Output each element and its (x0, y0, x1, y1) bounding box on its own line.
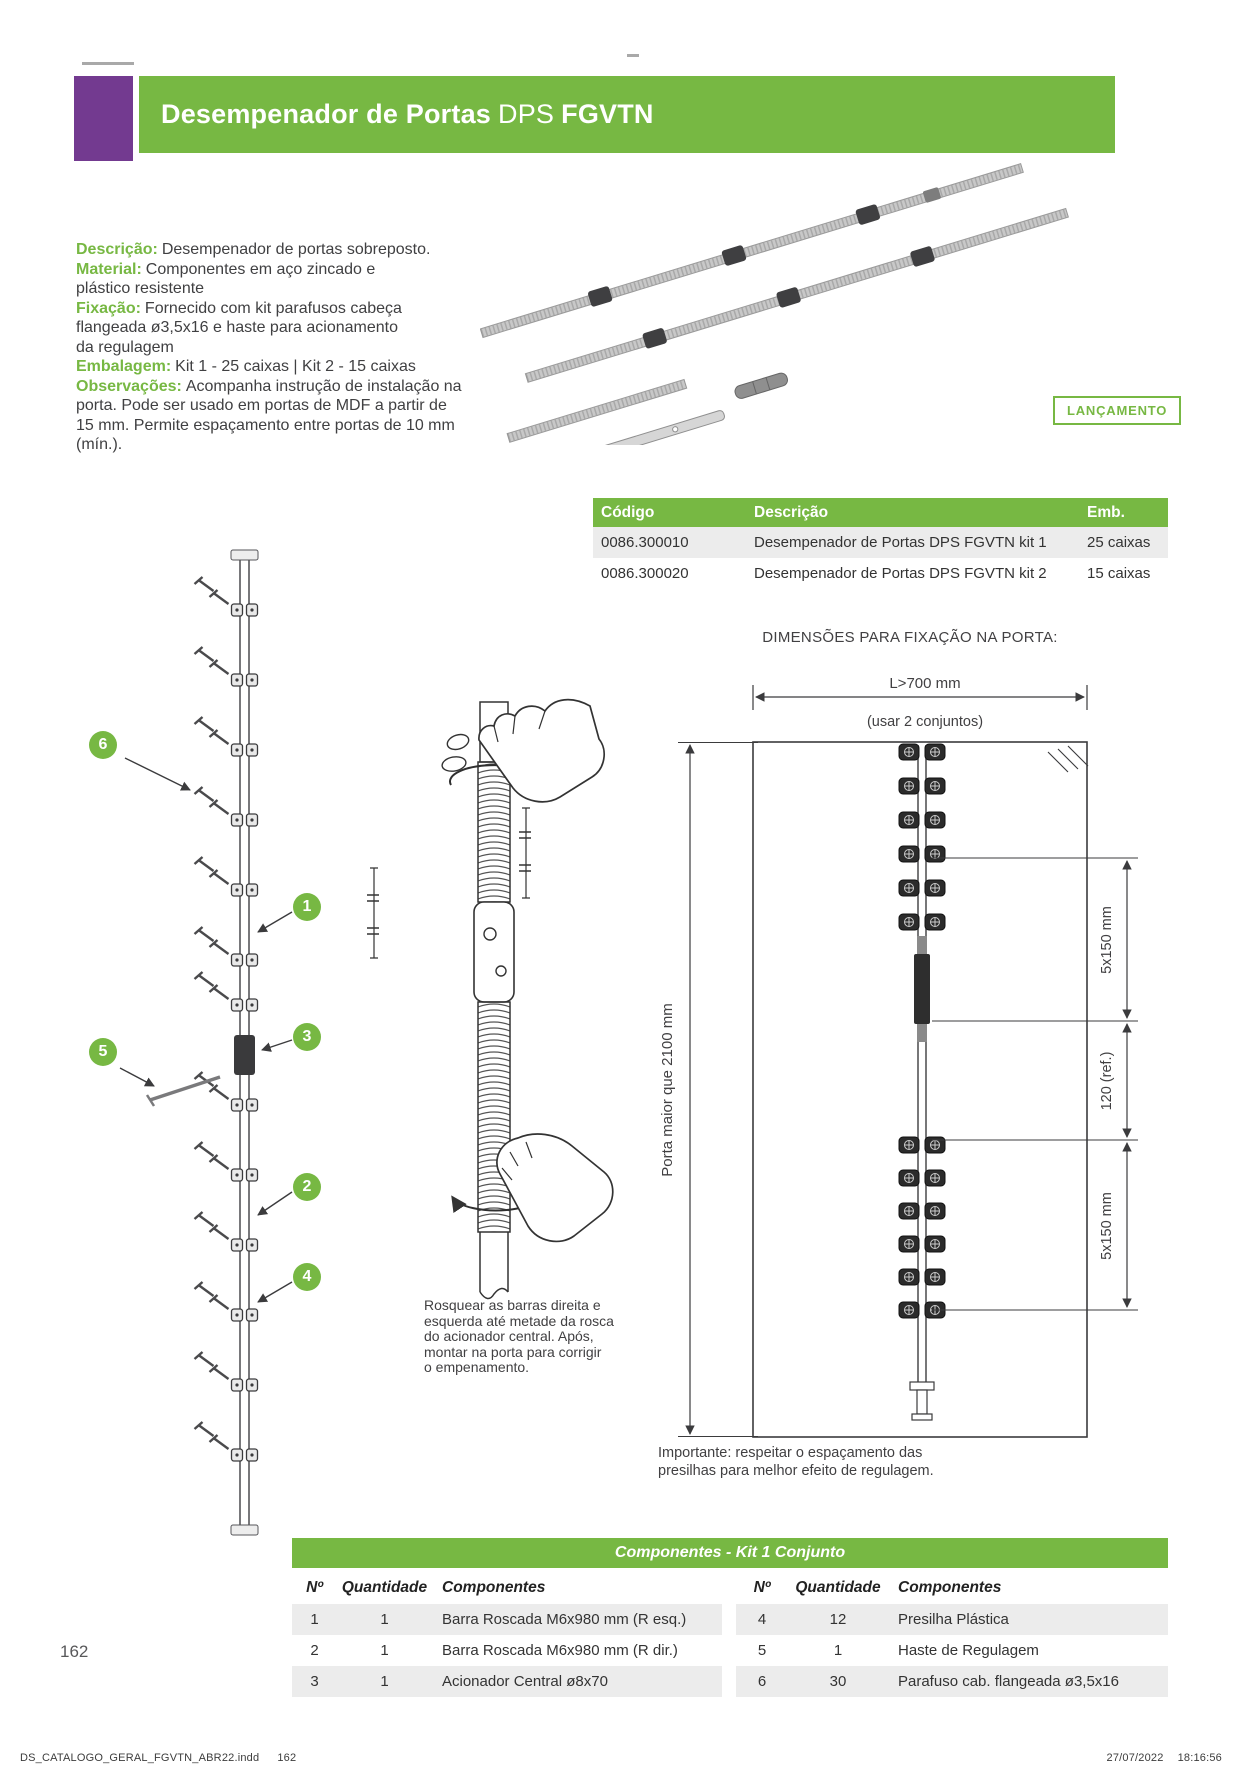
product-description: Descrição:Desempenador de portas sobrepo… (76, 240, 500, 455)
door-height-label: Porta maior que 2100 mm (659, 1003, 676, 1176)
callout-4: 4 (293, 1263, 321, 1291)
col-header-emb: Emb. (1087, 504, 1125, 521)
table-row: 0086.300020 Desempenador de Portas DPS F… (593, 558, 1168, 589)
description-label: Descrição: (76, 241, 158, 258)
component-row: 1 1 Barra Roscada M6x980 mm (R esq.) (292, 1604, 722, 1635)
component-name: Acionador Central ø8x70 (442, 1673, 608, 1690)
threading-instruction-illustration (367, 698, 614, 1300)
description-text: Fornecido com kit parafusos cabeça flang… (76, 299, 402, 356)
dim-segment-top: 5x150 mm (1099, 906, 1115, 974)
launch-badge: LANÇAMENTO (1053, 396, 1182, 425)
callout-5: 5 (89, 1038, 117, 1066)
footer-file-name: DS_CATALOGO_GERAL_FGVTN_ABR22.indd (20, 1752, 260, 1764)
component-name: Barra Roscada M6x980 mm (R esq.) (442, 1611, 687, 1628)
callout-3: 3 (293, 1023, 321, 1051)
door-dimensions-diagram: L>700 mm (usar 2 conjuntos) Porta maior … (659, 675, 1138, 1438)
component-qty: 1 (380, 1611, 389, 1628)
component-qty: 1 (380, 1673, 389, 1690)
exploded-assembly-diagram (119, 549, 293, 1536)
components-table-left: Nº Quantidade Componentes 1 1 Barra Rosc… (292, 1572, 722, 1697)
footer-date: 27/07/2022 (1106, 1752, 1164, 1764)
door-width-note: (usar 2 conjuntos) (867, 714, 983, 730)
footer-file-page: 162 (277, 1752, 297, 1764)
component-number: 5 (757, 1642, 767, 1659)
description-item: Embalagem:Kit 1 - 25 caixas | Kit 2 - 15… (76, 357, 500, 377)
component-row: 6 30 Parafuso cab. flangeada ø3,5x16 (736, 1666, 1168, 1697)
code-cell: 0086.300010 (601, 534, 689, 551)
dim-segment-mid: 120 (ref.) (1099, 1052, 1115, 1111)
dimensions-title: DIMENSÕES PARA FIXAÇÃO NA PORTA: (762, 629, 1058, 646)
footer-time: 18:16:56 (1177, 1752, 1222, 1764)
component-number: 1 (310, 1611, 319, 1628)
description-text: Desempenador de portas sobreposto. (161, 241, 431, 258)
component-qty: 12 (829, 1611, 847, 1628)
page-number: 162 (60, 1642, 89, 1661)
component-name: Barra Roscada M6x980 mm (R dir.) (442, 1642, 678, 1659)
component-row: 4 12 Presilha Plástica (736, 1604, 1168, 1635)
packaging-cell: 15 caixas (1087, 565, 1151, 582)
component-row: 2 1 Barra Roscada M6x980 mm (R dir.) (292, 1635, 722, 1666)
components-table-title: Componentes - Kit 1 Conjunto (292, 1538, 1168, 1568)
col-header-numero: Nº (753, 1579, 771, 1596)
description-cell: Desempenador de Portas DPS FGVTN kit 2 (754, 565, 1047, 582)
description-text: Kit 1 - 25 caixas | Kit 2 - 15 caixas (175, 358, 416, 375)
door-width-label: L>700 mm (889, 675, 960, 692)
components-header-row: Nº Quantidade Componentes (292, 1572, 722, 1604)
table-row: 0086.300010 Desempenador de Portas DPS F… (593, 527, 1168, 558)
description-label: Fixação: (76, 299, 141, 317)
code-cell: 0086.300020 (601, 565, 689, 582)
component-number: 3 (310, 1673, 319, 1690)
col-header-componentes: Componentes (442, 1579, 546, 1596)
component-name: Haste de Regulagem (898, 1642, 1039, 1659)
col-header-quantidade: Quantidade (341, 1579, 428, 1596)
col-header-quantidade: Quantidade (795, 1579, 881, 1596)
col-header-numero: Nº (306, 1579, 323, 1596)
registration-mark (627, 54, 639, 57)
component-number: 6 (757, 1673, 767, 1690)
description-item: Fixação:Fornecido com kit parafusos cabe… (76, 299, 500, 358)
callout-1: 1 (293, 893, 321, 921)
description-cell: Desempenador de Portas DPS FGVTN kit 1 (754, 534, 1047, 551)
component-qty: 30 (829, 1673, 847, 1690)
important-note: Importante: respeitar o espaçamento das … (658, 1445, 934, 1479)
product-codes-table: Código Descrição Emb. 0086.300010 Desemp… (593, 498, 1168, 589)
callout-6: 6 (89, 731, 117, 759)
packaging-cell: 25 caixas (1087, 534, 1151, 551)
description-label: Observações: (76, 377, 182, 395)
component-row: 5 1 Haste de Regulagem (736, 1635, 1168, 1666)
registration-mark (82, 62, 134, 65)
description-item: Observações:Acompanha instrução de insta… (76, 377, 500, 455)
component-name: Presilha Plástica (898, 1611, 1009, 1628)
brand-purple-square (74, 76, 133, 161)
threading-instruction-caption: Rosquear as barras direita e esquerda at… (424, 1297, 614, 1375)
components-header-row: Nº Quantidade Componentes (736, 1572, 1168, 1604)
components-table-right: Nº Quantidade Componentes 4 12 Presilha … (736, 1572, 1168, 1697)
component-number: 4 (757, 1611, 767, 1628)
component-qty: 1 (380, 1642, 389, 1659)
description-item: Material:Componentes em aço zincado e pl… (76, 260, 500, 299)
footer-file-info: DS_CATALOGO_GERAL_FGVTN_ABR22.indd 162 (20, 1752, 296, 1764)
description-label: Embalagem: (76, 358, 172, 375)
page-title-dps: DPS (498, 99, 555, 129)
product-photo-threaded-rods (480, 163, 1069, 445)
description-item: Descrição:Desempenador de portas sobrepo… (76, 240, 500, 260)
page-title-main: Desempenador de Portas (161, 99, 492, 129)
description-text: Componentes em aço zincado e plástico re… (76, 260, 376, 298)
codes-table-header: Código Descrição Emb. (593, 498, 1168, 527)
col-header-codigo: Código (601, 504, 655, 521)
component-qty: 1 (833, 1642, 843, 1659)
description-label: Material: (76, 260, 142, 278)
callout-2: 2 (293, 1173, 321, 1201)
description-text: Acompanha instrução de instalação na por… (76, 377, 462, 454)
component-row: 3 1 Acionador Central ø8x70 (292, 1666, 722, 1697)
dim-segment-bottom: 5x150 mm (1099, 1192, 1115, 1260)
component-number: 2 (310, 1642, 319, 1659)
page-title-fgvtn: FGVTN (561, 99, 654, 129)
col-header-componentes: Componentes (898, 1579, 1002, 1596)
footer-datetime: 27/07/2022 18:16:56 (900, 1752, 1222, 1764)
component-name: Parafuso cab. flangeada ø3,5x16 (898, 1673, 1119, 1690)
col-header-descricao: Descrição (754, 504, 829, 521)
